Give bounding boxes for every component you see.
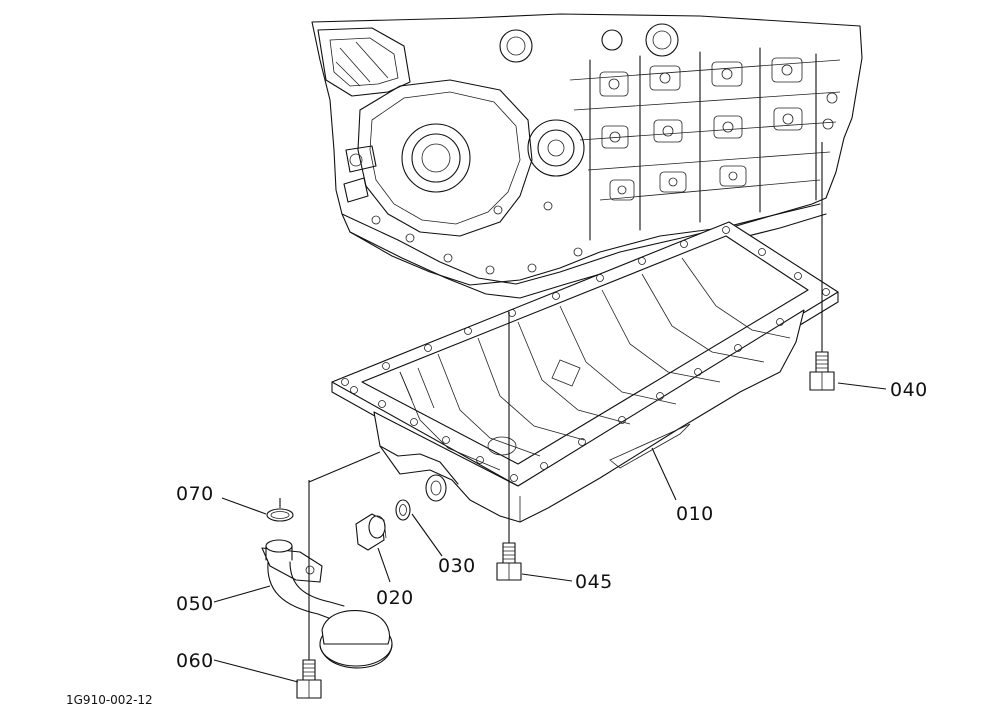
engine-block bbox=[311, 13, 863, 299]
callout-labels: 010 020 030 040 045 050 060 070 bbox=[176, 379, 928, 672]
bolt-040 bbox=[809, 351, 835, 391]
oil-strainer bbox=[261, 539, 393, 669]
callout-050: 050 bbox=[176, 593, 214, 615]
callout-060: 060 bbox=[176, 650, 214, 672]
drain-gasket bbox=[395, 499, 411, 521]
bolt-045 bbox=[496, 542, 522, 581]
callout-020: 020 bbox=[376, 587, 414, 609]
oil-pan bbox=[331, 221, 839, 523]
leader-lines bbox=[213, 142, 887, 683]
callout-010: 010 bbox=[676, 503, 714, 525]
callout-030: 030 bbox=[438, 555, 476, 577]
callout-045: 045 bbox=[575, 571, 613, 593]
callout-040: 040 bbox=[890, 379, 928, 401]
figure-id: 1G910-002-12 bbox=[66, 693, 153, 707]
callout-070: 070 bbox=[176, 483, 214, 505]
bolt-060 bbox=[296, 659, 322, 699]
o-ring bbox=[266, 508, 294, 522]
drain-plug bbox=[355, 513, 387, 551]
